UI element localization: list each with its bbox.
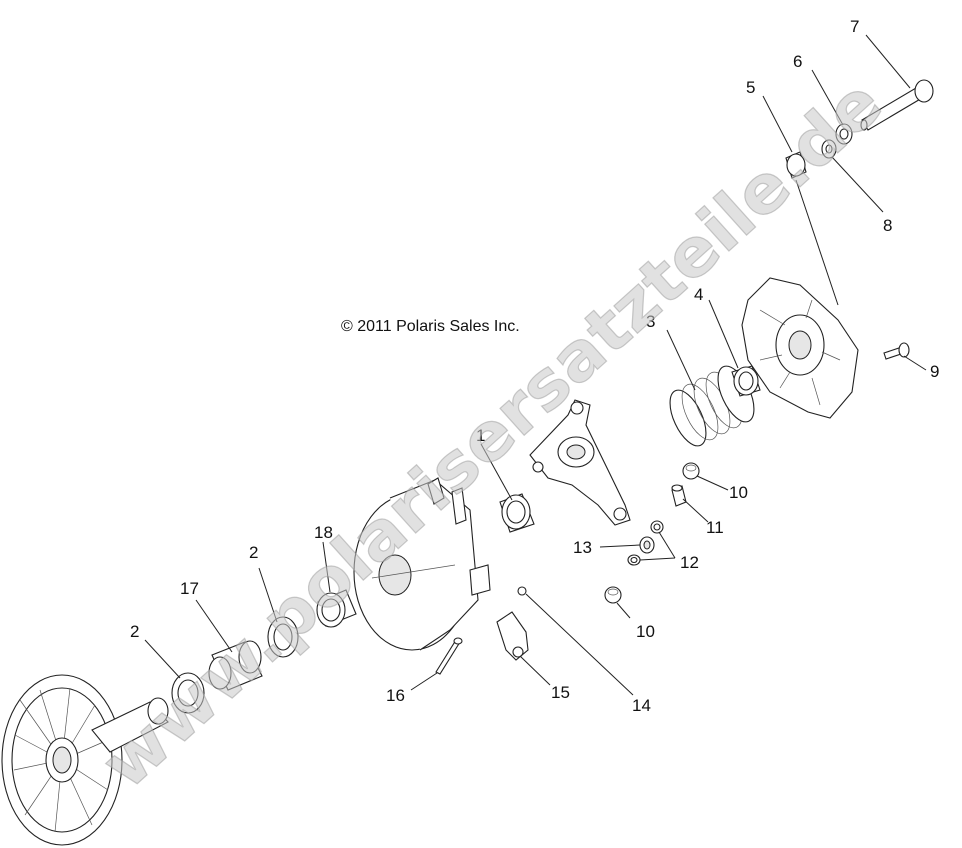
callout-13: 13 (573, 538, 592, 557)
callout-5: 5 (746, 78, 755, 97)
roller-part-10-lower (604, 586, 622, 604)
bushing-part-4 (731, 365, 761, 397)
pin-part-11 (671, 484, 687, 507)
roller-part-13 (639, 536, 655, 554)
bolt-part-9 (883, 342, 910, 360)
cover (741, 277, 859, 419)
fixed-sheave-fan (1, 674, 169, 846)
spider (529, 399, 631, 526)
callout-11: 11 (706, 518, 724, 537)
callout-1: 1 (476, 426, 485, 445)
nut-part-14 (517, 586, 527, 596)
washer-part-12-lower (627, 554, 641, 566)
bushing-part-5 (785, 151, 807, 179)
washer-part-12-upper (650, 520, 664, 534)
washer-part-2-lower (171, 672, 205, 714)
callout-2-upper: 2 (249, 543, 258, 562)
callout-12: 12 (680, 553, 699, 572)
washer-part-8 (821, 139, 837, 159)
callout-3: 3 (646, 312, 655, 331)
callout-16: 16 (386, 686, 405, 705)
callout-7: 7 (850, 17, 859, 36)
spring-part-3 (669, 365, 755, 447)
weight-part-15 (496, 611, 529, 661)
roller-part-10-upper (682, 462, 700, 480)
leader-lines (144, 34, 927, 696)
washer-part-6 (835, 123, 853, 145)
callout-2-lower: 2 (130, 622, 139, 641)
callout-9: 9 (930, 362, 939, 381)
callout-labels: 1 2 2 3 4 5 6 7 8 9 10 10 11 12 13 14 15… (130, 17, 939, 715)
callout-8: 8 (883, 216, 892, 235)
pin-part-16 (435, 637, 463, 675)
moveable-sheave (353, 477, 491, 651)
callout-6: 6 (793, 52, 802, 71)
callout-17: 17 (180, 579, 199, 598)
washer-part-2-upper (267, 616, 299, 658)
bushing-part-18 (316, 589, 357, 628)
callout-10-upper: 10 (729, 483, 748, 502)
callout-14: 14 (632, 696, 651, 715)
copyright-text: © 2011 Polaris Sales Inc. (341, 318, 520, 335)
callout-18: 18 (314, 523, 333, 542)
bolt-part-7 (860, 79, 934, 131)
watermark-text: www.polarisersatzteile.de (87, 64, 897, 804)
bushing-part-17 (208, 640, 263, 691)
callout-4: 4 (694, 285, 703, 304)
callout-15: 15 (551, 683, 570, 702)
callout-10-lower: 10 (636, 622, 655, 641)
bushing-part-1 (499, 493, 535, 533)
